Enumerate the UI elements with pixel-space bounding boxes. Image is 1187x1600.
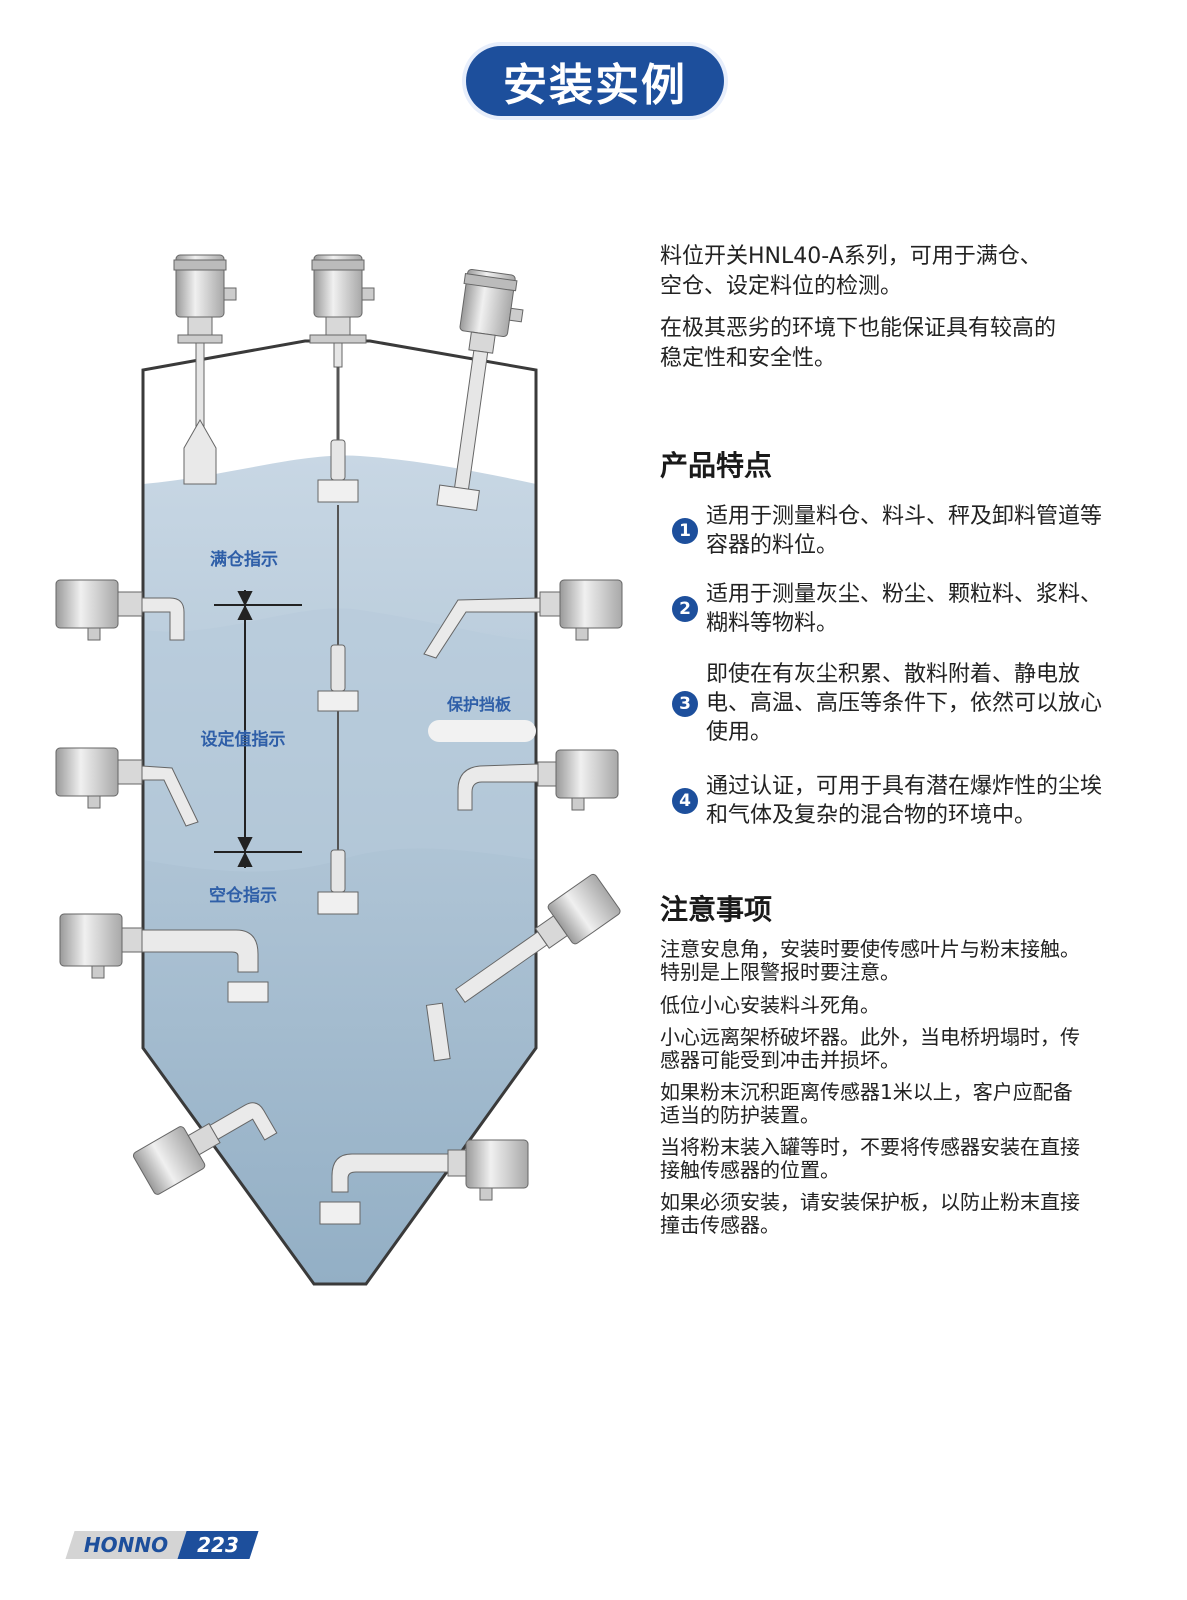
mid-probe-1 — [317, 644, 359, 712]
feature-item: 3 即使在有灰尘积累、散料附着、静电放电、高温、高压等条件下，依然可以放心使用。 — [672, 660, 1102, 747]
right-sensor-2 — [457, 749, 619, 811]
feature-number: 4 — [672, 788, 698, 814]
feature-text: 通过认证，可用于具有潜在爆炸性的尘埃和气体及复杂的混合物的环境中。 — [706, 774, 1103, 828]
feature-text: 即使在有灰尘积累、散料附着、静电放电、高温、高压等条件下，依然可以放心使用。 — [706, 662, 1103, 745]
footer-brand-text: HONNO — [83, 1533, 169, 1557]
feature-item: 2 适用于测量灰尘、粉尘、颗粒料、浆料、糊料等物料。 — [672, 580, 1102, 638]
note-item: 当将粉末装入罐等时，不要将传感器安装在直接接触传感器的位置。 — [660, 1135, 1080, 1182]
protective-baffle — [428, 720, 536, 742]
footer-page-text: 223 — [197, 1533, 239, 1557]
top-sensor-1 — [173, 254, 237, 485]
right-sensor-3 — [455, 873, 621, 1003]
page-title: 安装实例 — [466, 46, 724, 116]
level-indicator-lines — [214, 590, 302, 868]
right-sensor-4 — [319, 1139, 529, 1225]
note-item: 注意安息角，安装时要使传感叶片与粉末接触。特别是上限警报时要注意。 — [660, 937, 1080, 984]
note-item: 小心远离架桥破坏器。此外，当电桥坍塌时，传感器可能受到冲击并损坏。 — [660, 1025, 1080, 1072]
feature-number: 1 — [672, 518, 698, 544]
feature-item: 1 适用于测量料仓、料斗、秤及卸料管道等容器的料位。 — [672, 502, 1102, 560]
label-set: 设定值指示 — [201, 729, 286, 750]
left-sensor-4 — [132, 1102, 278, 1195]
feature-number: 2 — [672, 596, 698, 622]
right-sensor-1 — [423, 579, 623, 659]
note-item: 如果必须安装，请安装保护板，以防止粉末直接撞击传感器。 — [660, 1190, 1080, 1237]
notes-heading: 注意事项 — [660, 893, 773, 926]
features-heading: 产品特点 — [660, 449, 773, 482]
intro-paragraph-1: 料位开关HNL40-A系列，可用于满仓、空仓、设定料位的检测。 — [660, 244, 1042, 299]
mid-probe-2 — [317, 849, 359, 915]
feature-item: 4 通过认证，可用于具有潜在爆炸性的尘埃和气体及复杂的混合物的环境中。 — [672, 772, 1102, 830]
intro-paragraph-2: 在极其恶劣的环境下也能保证具有较高的稳定性和安全性。 — [660, 316, 1057, 371]
top-sensor-3 — [436, 268, 524, 512]
silo-installation-diagram: 满仓指示 设定值指示 空仓指示 保护挡板 — [55, 254, 623, 1286]
footer-page-number: 223 — [177, 1531, 259, 1559]
top-sensor-2 — [309, 254, 375, 503]
label-full: 满仓指示 — [210, 549, 278, 570]
note-item: 如果粉末沉积距离传感器1米以上，客户应配备适当的防护装置。 — [660, 1080, 1073, 1127]
label-empty: 空仓指示 — [209, 885, 277, 906]
left-sensor-3 — [59, 913, 269, 1003]
right-sensor-3-paddle — [425, 1002, 451, 1062]
left-sensor-1 — [55, 579, 185, 641]
feature-text: 适用于测量灰尘、粉尘、颗粒料、浆料、糊料等物料。 — [706, 582, 1103, 636]
note-item: 低位小心安装料斗死角。 — [660, 993, 880, 1017]
label-baffle: 保护挡板 — [446, 695, 512, 714]
material-wave — [143, 608, 536, 872]
left-sensor-2 — [55, 747, 199, 827]
feature-text: 适用于测量料仓、料斗、秤及卸料管道等容器的料位。 — [706, 504, 1103, 558]
footer-brand: HONNO — [65, 1531, 187, 1559]
feature-number: 3 — [672, 690, 698, 717]
